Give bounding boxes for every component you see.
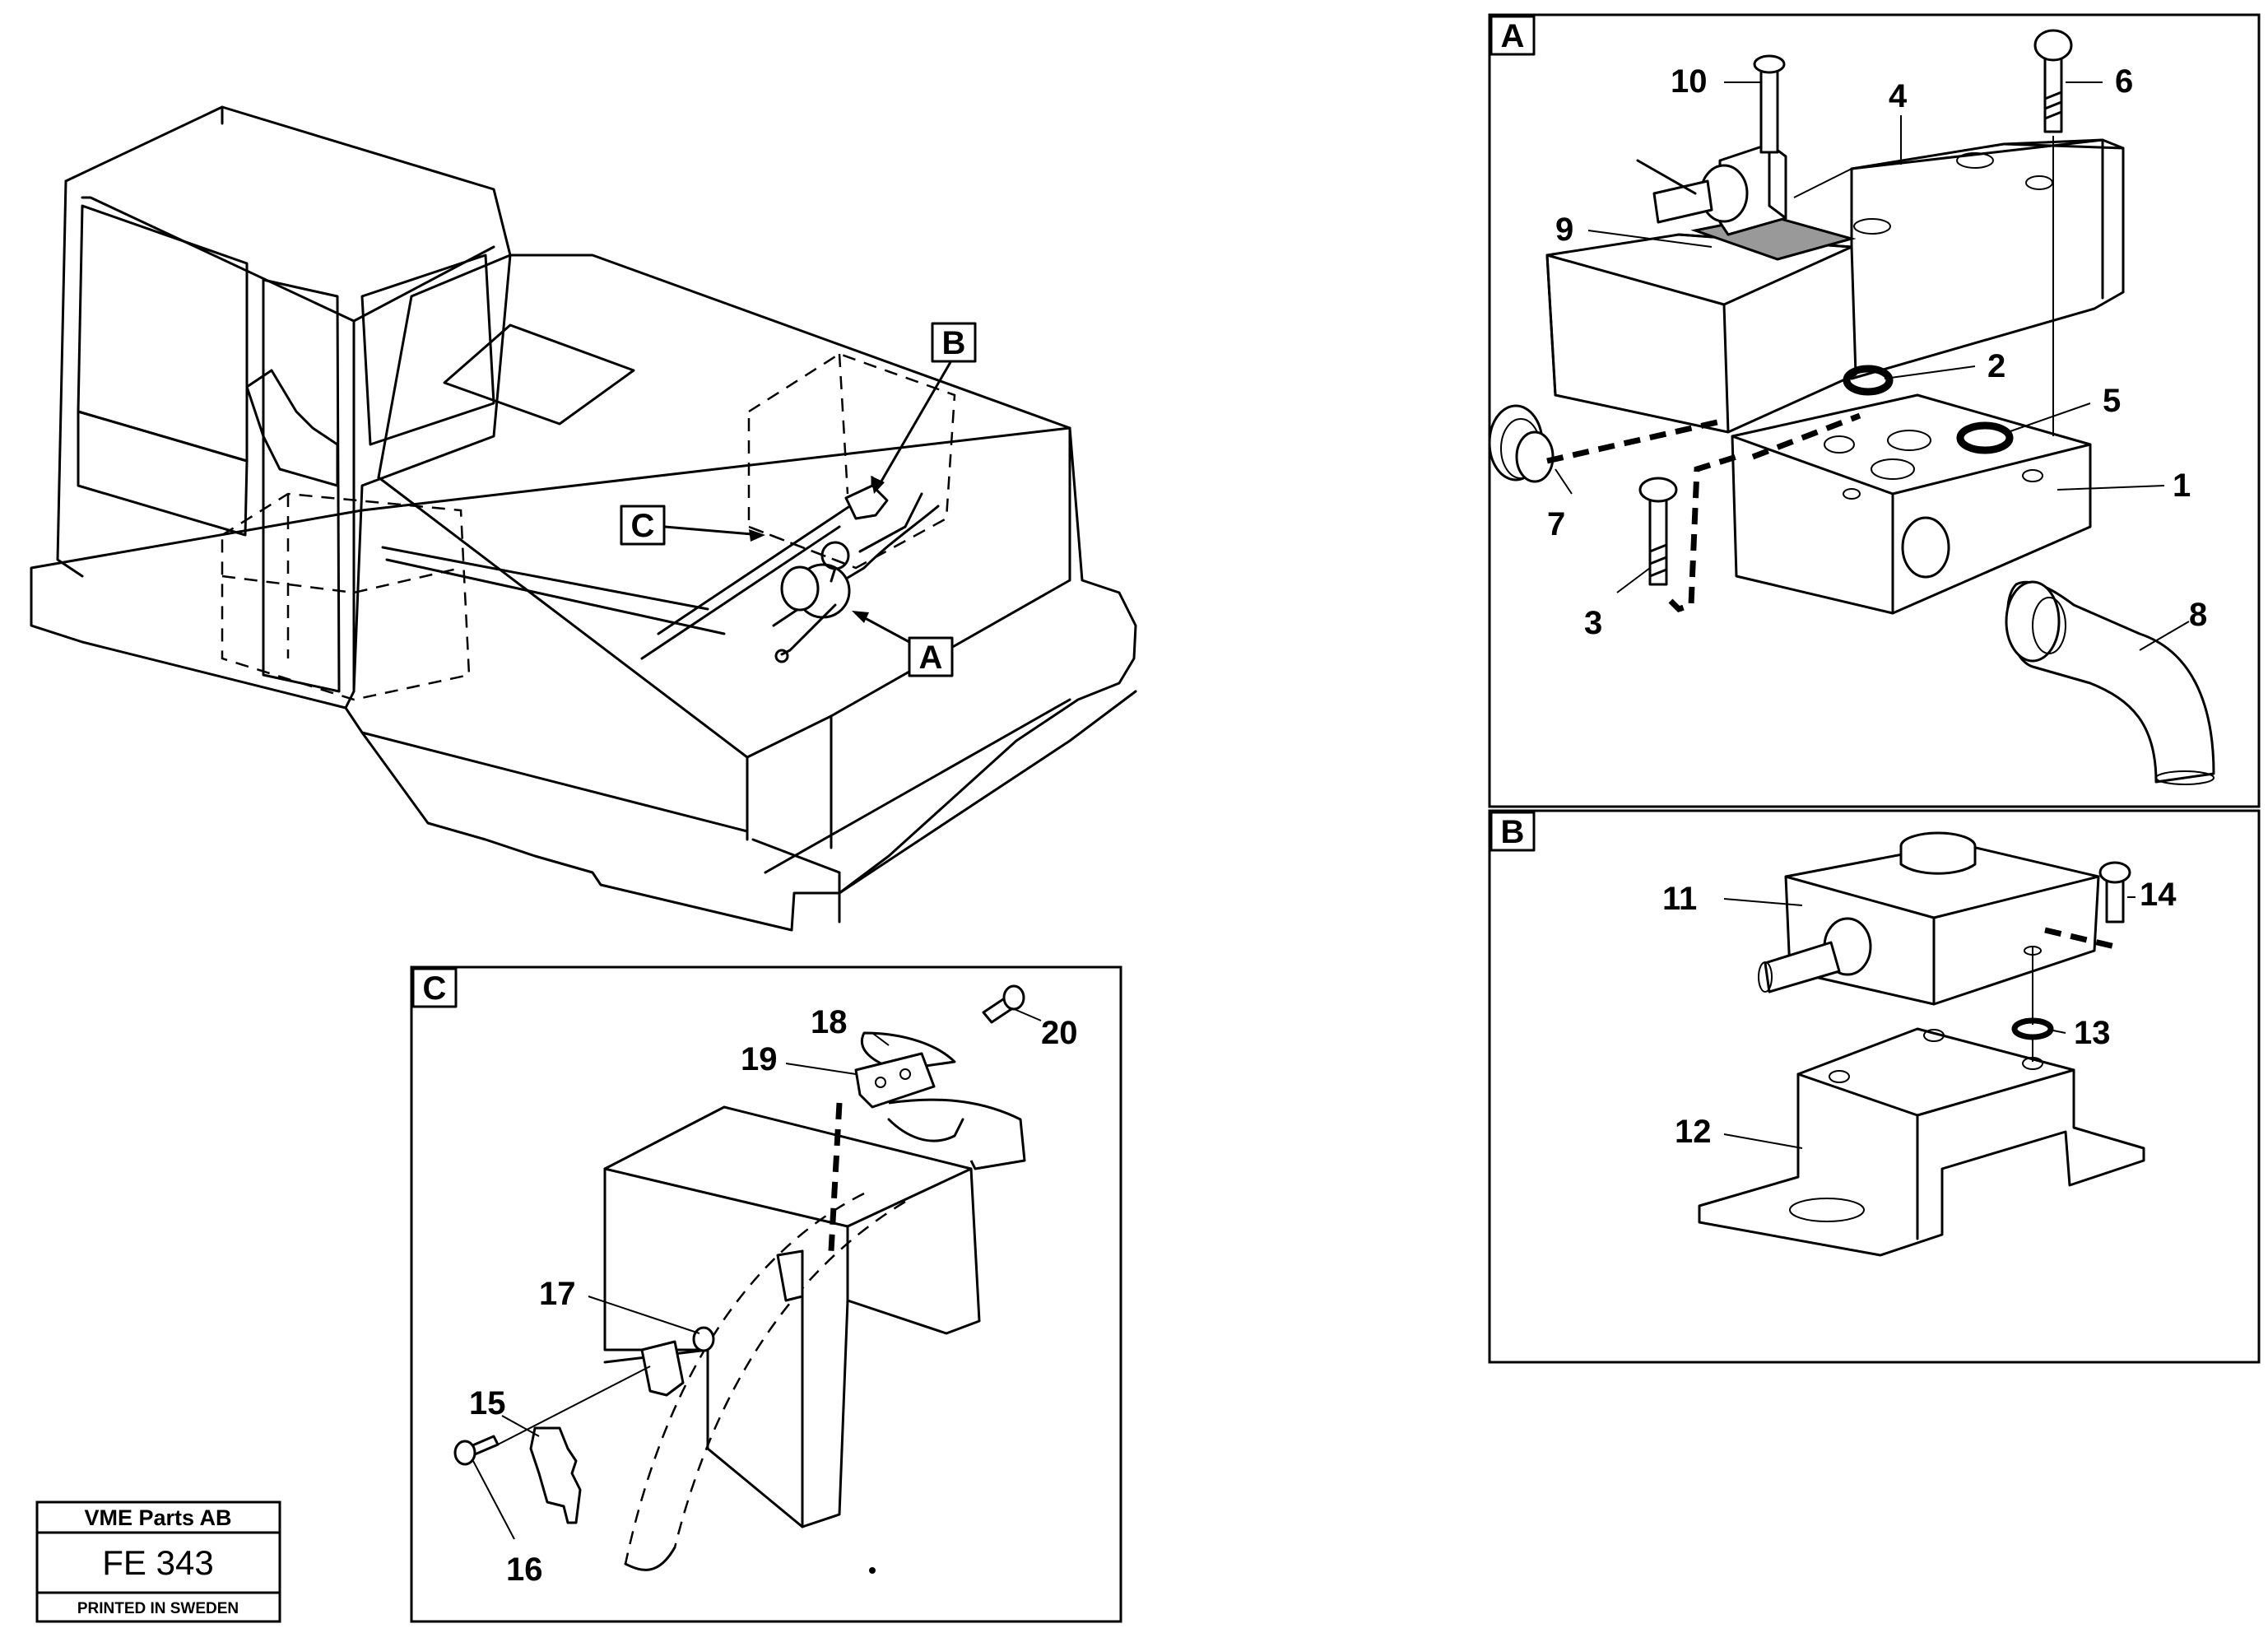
plate-company: VME Parts AB (84, 1505, 231, 1530)
part-6: 6 (2115, 63, 2133, 100)
part-20: 20 (1041, 1015, 1078, 1051)
part-12: 12 (1675, 1114, 1712, 1150)
callout-a-box (908, 636, 954, 677)
part-9: 9 (1555, 212, 1573, 248)
panel-c-label: C (423, 970, 447, 1007)
part-17: 17 (539, 1276, 576, 1312)
part-10: 10 (1671, 63, 1708, 100)
panel-b: B 11 14 13 12 (1488, 809, 2261, 1364)
part-14: 14 (2140, 877, 2177, 913)
part-5: 5 (2103, 383, 2121, 419)
part-13: 13 (2074, 1015, 2111, 1051)
plate-code: FE 343 (102, 1543, 213, 1582)
part-8: 8 (2189, 597, 2207, 633)
callout-a: A (919, 640, 943, 676)
part-15: 15 (469, 1385, 506, 1421)
part-18: 18 (811, 1004, 848, 1040)
panel-c: C 18 19 (410, 965, 1122, 1623)
machine-overview: B C A (30, 105, 1137, 932)
part-16: 16 (506, 1552, 543, 1588)
callout-c: C (631, 508, 655, 544)
callout-b-box (931, 322, 977, 363)
part-2: 2 (1987, 348, 2005, 384)
panel-b-label: B (1501, 814, 1525, 850)
id-plate: VME Parts AB FE 343 PRINTED IN SWEDEN (35, 1500, 281, 1623)
part-4: 4 (1889, 78, 1908, 114)
panel-a-label: A (1501, 18, 1525, 54)
plate-footer: PRINTED IN SWEDEN (77, 1600, 239, 1617)
part-3: 3 (1584, 605, 1602, 641)
callout-c-box (620, 505, 666, 546)
part-7: 7 (1547, 506, 1565, 542)
part-19: 19 (741, 1041, 778, 1077)
callout-b: B (942, 325, 966, 361)
part-1: 1 (2173, 468, 2191, 504)
panel-a: A (1488, 13, 2261, 808)
part-11: 11 (1662, 881, 1697, 917)
